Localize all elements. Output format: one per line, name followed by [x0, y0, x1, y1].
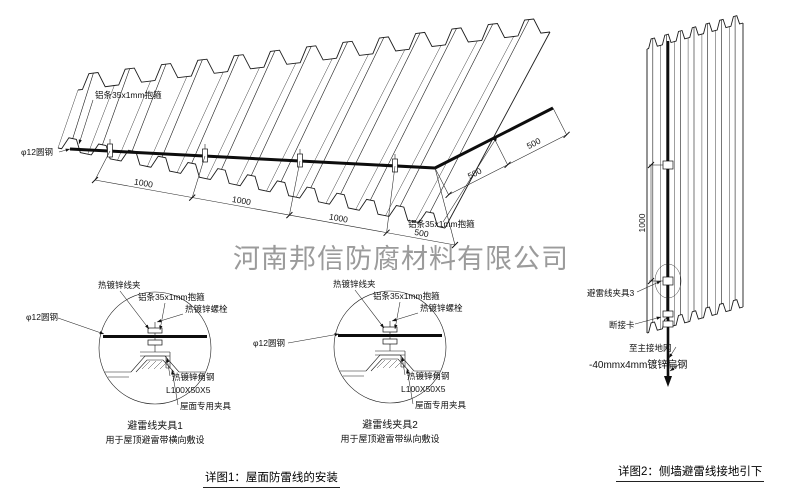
clamp-detail-drawings: 热镀锌线夹 铝条35x1mm抱箍 热镀锌螺栓 φ12圆钢 热镀锌角钢 L100X… [26, 279, 467, 445]
d1-label-bolt: 热镀锌螺栓 [185, 304, 228, 314]
d2-label-roof-clamp: 屋面专用夹具 [415, 400, 467, 410]
caption-detail1: 详图1：屋面防雷线的安装 [203, 469, 340, 488]
wall-valley-lines [646, 26, 730, 333]
d2-label-alu: 铝条35x1mm抱箍 [373, 291, 440, 301]
wall-bottom-edge [646, 299, 744, 334]
wall-rib-lines [652, 16, 736, 323]
d2-label-angle: 热镀锌角钢 [407, 371, 450, 381]
d1-label-round-steel: φ12圆钢 [26, 312, 58, 322]
label-flat-steel: -40mmx4mm镀锌扁钢 [589, 358, 687, 371]
leader-round-steel [58, 148, 71, 153]
roof-valley-lines [57, 36, 514, 222]
d2-subtitle: 用于屋顶避雷带纵向敷设 [340, 433, 439, 444]
dim-1000-b: 1000 [231, 194, 252, 207]
roof-right-edge [444, 31, 551, 229]
label-alu-strip-top: 铝条35x1mm抱箍 [95, 90, 162, 100]
roof-isometric-drawing: 1000 1000 1000 500 500 500 铝条35x1mm抱箍 φ1… [21, 18, 570, 249]
wall-top-edge [646, 15, 744, 50]
right-dimension-lines [434, 107, 567, 196]
wall-dimension-ticks [647, 161, 655, 285]
d1-label-angle: 热镀锌角钢 [172, 372, 215, 382]
dim-1000-a: 1000 [133, 176, 154, 189]
wall-leaders [634, 280, 681, 372]
bottom-dimension-lines [94, 150, 456, 246]
leader-alu-right [442, 136, 498, 223]
d2-label-clip: 热镀锌线夹 [333, 279, 376, 289]
conductor-arrow [664, 376, 672, 387]
d2-title: 避雷线夹具2 [362, 418, 418, 431]
d1-label-alu: 铝条35x1mm抱箍 [138, 292, 205, 302]
company-watermark: 河南邦信防腐材料有限公司 [233, 244, 569, 274]
dim-1000-c: 1000 [328, 211, 349, 224]
roof-back-edge [77, 18, 551, 91]
d1-subtitle: 用于屋顶避雷带横向敷设 [105, 434, 204, 445]
d2-label-bolt: 热镀锌螺栓 [420, 303, 463, 313]
caption-detail2: 详图2：侧墙避雷线接地引下 [616, 463, 765, 482]
d1-label-roof-clamp: 屋面专用夹具 [180, 401, 232, 411]
label-clamp3: 避雷线夹具3 [587, 288, 635, 298]
dim-500-d: 500 [414, 227, 430, 239]
roof-rib-lines [72, 19, 530, 213]
d1-label-angle-spec: L100X50X5 [166, 385, 211, 395]
wall-downlead-drawing: 1000 避雷线夹具3 断接卡 至主接地网 -40mmx4mm镀锌扁钢 [587, 15, 744, 387]
label-to-ground: 至主接地网 [629, 343, 672, 353]
d1-label-clip: 热镀锌线夹 [98, 280, 141, 290]
wall-dim-1000: 1000 [637, 213, 647, 232]
d1-title: 避雷线夹具1 [127, 419, 183, 432]
right-dimension-ticks [445, 131, 570, 199]
leader-alu-top [78, 99, 94, 145]
bottom-dimension-ticks [91, 176, 459, 249]
detail2-leaders [287, 289, 419, 405]
detail1-leaders [57, 290, 184, 406]
roof-front-edge [57, 137, 446, 229]
label-disconnect: 断接卡 [609, 320, 635, 330]
label-alu-strip-right: 铝条35x1mm抱箍 [408, 219, 475, 229]
wire-clamps [107, 139, 398, 173]
d2-label-angle-spec: L100X50X5 [401, 384, 446, 394]
d2-label-round-steel: φ12圆钢 [253, 338, 285, 348]
label-round-steel: φ12圆钢 [21, 147, 53, 157]
